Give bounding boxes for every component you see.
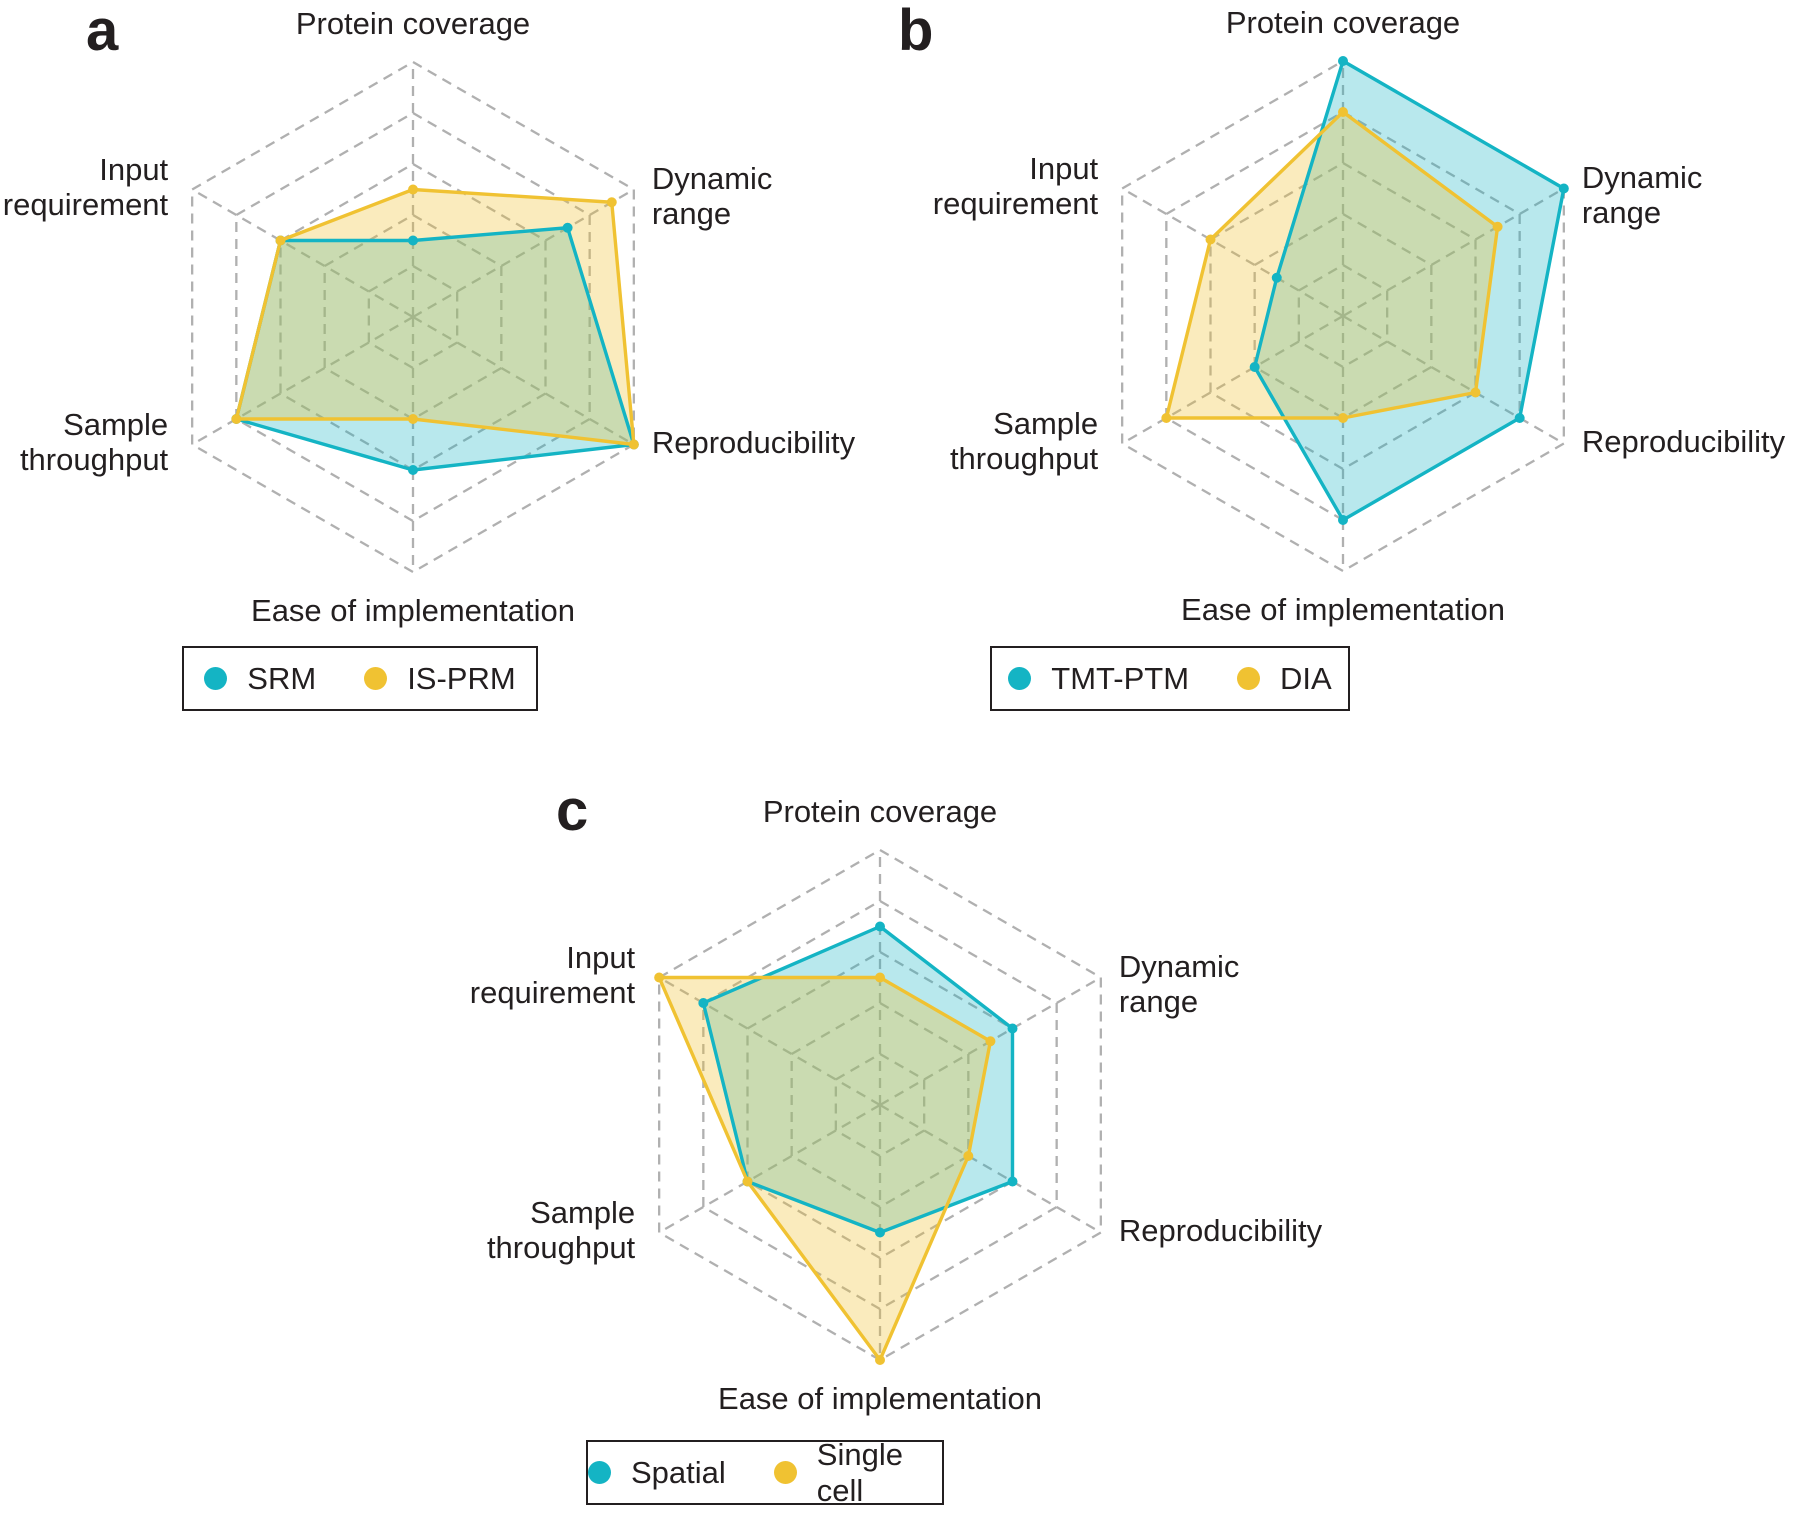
vertex-dot [231,414,242,424]
vertex-dot [875,972,885,983]
vertex-dot [606,197,617,208]
axis-label-ease-of-implementation: Ease of implementation [251,593,575,628]
radar-chart-c [654,848,1102,1365]
vertex-dot [1558,183,1569,194]
series-color-dot-icon [1008,667,1032,690]
axis-label-ease-of-implementation: Ease of implementation [1181,592,1505,627]
series-color-dot-icon [204,667,228,690]
grid-spoke [658,1104,881,1234]
grid-spoke [191,316,414,446]
vertex-dot [1271,272,1282,283]
legend-item: IS-PRM [364,661,516,697]
axis-label-dynamic-range: Dynamic range [651,160,773,231]
legend-panel-a: SRM IS-PRM [182,646,538,711]
vertex-dot [963,1151,974,1161]
axis-label-reproducibility: Reproducibility [1118,1212,1323,1248]
axis-label-input-requirement: Input requirement [469,939,636,1010]
radar-chart-a [191,60,639,574]
series-color-dot-icon [773,1461,797,1484]
series-area-DIA [1166,112,1498,418]
legend-series-label: TMT-PTM [1051,660,1190,696]
vertex-dot [408,184,418,195]
series-area-Spatial [703,926,1013,1233]
grid-spoke [1121,187,1344,317]
grid-spoke [1342,187,1565,317]
vertex-dot [875,921,885,932]
vertex-dot [698,998,709,1008]
vertex-dot [875,1227,885,1238]
series-color-dot-icon [1237,667,1261,690]
grid-spoke [879,1104,1102,1234]
legend-series-label: Single cell [816,1436,903,1508]
vertex-dot [562,222,573,233]
axis-label-sample-throughput: Sample throughput [486,1194,636,1265]
axis-label-dynamic-range: Dynamic range [1118,948,1240,1019]
series-color-dot-icon [588,1461,611,1484]
axis-label-sample-throughput: Sample throughput [949,405,1099,476]
panel-label-b: b [898,0,934,63]
vertex-dot [742,1176,753,1187]
grid-spoke [1342,315,1565,445]
axis-label-dynamic-range: Dynamic range [1581,159,1703,230]
legend-series-label: IS-PRM [407,660,516,696]
vertex-dot [1492,221,1503,232]
vertex-dot [875,1355,885,1365]
vertex-dot [408,235,418,246]
axis-label-reproducibility: Reproducibility [651,424,856,460]
axis-label-protein-coverage: Protein coverage [1225,5,1461,40]
legend-item: Spatial [588,1455,726,1491]
legend-panel-c: Spatial Single cell [586,1437,944,1508]
vertex-dot [1514,413,1525,423]
series-area-SRM [236,227,634,470]
vertex-dot [1338,413,1348,423]
panel-label-c: c [556,778,589,843]
series-area-TMT-PTM [1254,61,1564,520]
vertex-dot [1205,234,1216,245]
legend-panel-b: TMT-PTM DIA [990,646,1350,711]
axis-label-ease-of-implementation: Ease of implementation [718,1381,1042,1416]
grid-spoke [191,188,414,318]
vertex-dot [275,235,286,246]
vertex-dot [628,439,639,450]
axis-label-sample-throughput: Sample throughput [19,406,169,477]
legend-series-label: Spatial [631,1454,726,1490]
legend-item: TMT-PTM [1008,661,1189,697]
vertex-dot [408,465,418,475]
vertex-dot [1338,56,1348,66]
series-area-IS-PRM [236,189,634,445]
vertex-dot [985,1036,996,1047]
axis-label-reproducibility: Reproducibility [1581,423,1786,459]
vertex-dot [408,414,418,424]
grid-spoke [412,316,635,446]
axis-label-protein-coverage: Protein coverage [295,6,531,41]
panel-label-a: a [86,0,119,63]
grid-spoke [412,188,635,318]
vertex-dot [1007,1176,1018,1187]
vertex-dot [1338,107,1348,117]
vertex-dot [1007,1023,1018,1034]
axis-label-protein-coverage: Protein coverage [762,794,998,829]
legend-item: Single cell [773,1436,942,1509]
vertex-dot [1249,362,1260,372]
legend-item: SRM [204,661,316,697]
vertex-dot [1470,387,1481,398]
vertex-dot [654,972,665,983]
legend-series-label: DIA [1280,660,1332,696]
axis-label-input-requirement: Input requirement [2,151,169,222]
vertex-dot [1161,413,1172,423]
grid-spoke [658,976,881,1106]
series-area-Single-cell [659,977,991,1360]
legend-item: DIA [1237,661,1332,697]
legend-series-label: SRM [247,660,317,696]
axis-label-input-requirement: Input requirement [932,150,1099,221]
grid-spoke [1121,315,1344,445]
radar-chart-b [1121,56,1569,573]
vertex-dot [1338,515,1348,525]
series-color-dot-icon [364,667,388,690]
